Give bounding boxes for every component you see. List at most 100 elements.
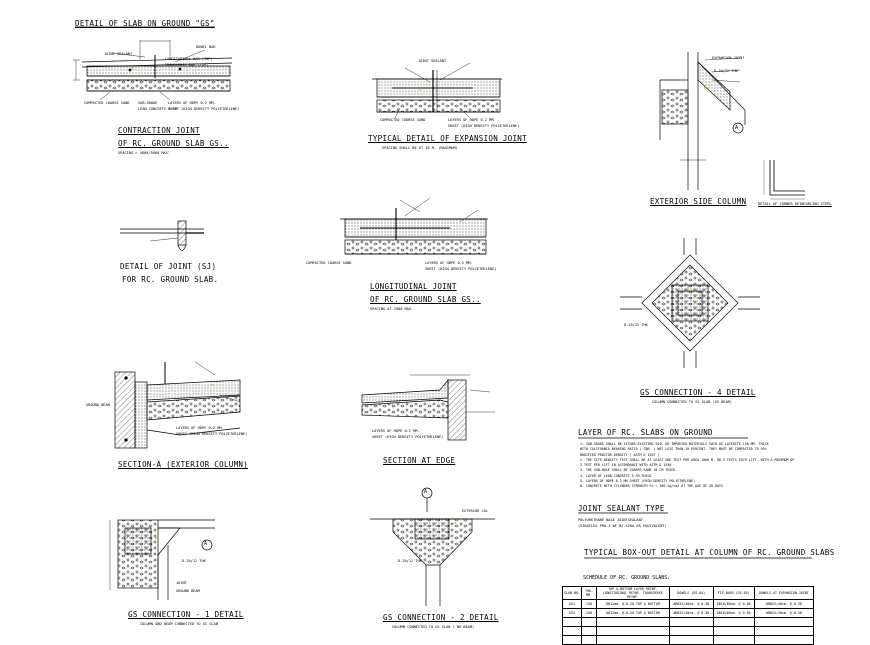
gs-connection-1-sub: COLUMN AND BEAM CONNECTED TO GS SLAB	[140, 622, 218, 626]
label-hdpe-sheet-edge: SHEET (HIGH DENSITY POLYETHELENE)	[372, 435, 444, 439]
contraction-spacing: SPACING = 4000/5000 MAX.	[118, 151, 170, 155]
table-cell: DB12mm. @ 0.20 TOP & BOTTOM	[596, 599, 670, 609]
label-hdpe-sheet: SHEET (HIGH DENSITY POLYETHELENE)	[168, 107, 240, 111]
title-gs-connection-1: GS CONNECTION - 1 DETAIL	[128, 610, 244, 619]
label-d-bars-gs4: D-20/12 THK	[624, 323, 648, 327]
table-cell	[712, 635, 755, 645]
table-cell: SLAB NO.	[562, 586, 582, 600]
table-cell	[596, 626, 670, 636]
title-layer-slabs: LAYER OF RC. SLABS ON GROUND	[578, 428, 713, 437]
label-dowel-bar: DOWEL BAR	[196, 45, 216, 49]
title-slab-detail: DETAIL OF SLAB ON GROUND "GS"	[75, 19, 215, 28]
title-longitudinal-joint-2: OF RC. GROUND SLAB GS..	[370, 295, 481, 304]
note-line: 3 TEST PER LIFT IN ACCORDANCE WITH ASTM …	[580, 463, 672, 468]
joint-sj-detail	[120, 220, 204, 251]
label-transverse-bar: TRANSVERSE BAR (TOP)	[165, 63, 209, 67]
table-cell: TIE BARS (GS-05)	[712, 586, 755, 600]
circle-a-marker-gs2: A	[424, 489, 428, 495]
sealant-text-2: (SIKAFLEX PRO-3 WF BY.SIKA OR EQUIVALENT…	[578, 524, 667, 528]
title-section-edge: SECTION AT EDGE	[383, 456, 456, 465]
label-lean-concrete: LEAN CONCRETE 5 CM.	[138, 107, 180, 111]
table-cell	[581, 617, 597, 627]
table-row	[562, 617, 815, 627]
title-underlines	[75, 26, 812, 559]
table-cell: DOWELS AT EXPANSION JOINT	[753, 586, 815, 600]
label-joint-sealant-exp: JOINT SEALANT	[418, 59, 447, 63]
title-gs-connection-2: GS CONNECTION - 2 DETAIL	[383, 613, 499, 622]
label-hdpe-edge: LAYERS OF HDPE 0.2 MM.	[372, 429, 420, 433]
label-compacted-sand-long: COMPACTED COARSE SAND	[306, 261, 352, 265]
table-cell: #RB25/40cm. @ 0.30	[669, 599, 714, 609]
table-cell: TOP & BOTTOM LAYER REINF. LONGITUDINAL R…	[596, 586, 670, 600]
table-cell	[596, 635, 670, 645]
table-cell: 150	[581, 599, 597, 609]
note-line: 4. LAYER OF LEAN CONCRETE 5 CM THICK	[580, 473, 652, 478]
label-d-bars-gs2: D-20/12 THK	[398, 559, 422, 563]
title-contraction-joint: CONTRACTION JOINT	[118, 126, 200, 135]
expansion-joint-detail	[372, 62, 502, 119]
title-section-a: SECTION-A (EXTERIOR COLUMN)	[118, 460, 249, 469]
title-contraction-joint-2: OF RC. GROUND SLAB GS..	[118, 139, 229, 148]
label-hdpe-layers: LAYERS OF HDPE 0.2 MM.	[168, 101, 216, 105]
label-hdpe-long: LAYERS OF HDPE 0.2 MM.	[425, 261, 473, 265]
table-cell	[753, 626, 815, 636]
table-row: GS2 150 DB12mm. @ 0.20 TOP & BOTTOM #RB2…	[562, 608, 815, 618]
table-row: GS1 150 DB12mm. @ 0.20 TOP & BOTTOM #RB2…	[562, 599, 815, 609]
table-cell: DB12mm. @ 0.20 TOP & BOTTOM	[596, 608, 670, 618]
note-line: MODIFIED PROCTOR DENSITY ( ASTM D 1557 )	[580, 452, 660, 457]
gs-connection-2-detail	[370, 487, 495, 606]
table-cell	[712, 617, 755, 627]
title-gs-connection-4: GS CONNECTION - 4 DETAIL	[640, 388, 756, 397]
title-joint-sealant-type: JOINT SEALANT TYPE	[578, 504, 665, 513]
gs-connection-4-sub: COLUMN CONNECTED TO GS SLAB (GS BEAM)	[652, 400, 733, 404]
title-corner-steel: DETAIL OF CORNER REINFORCING STEEL	[758, 202, 832, 206]
circle-a-marker: A	[735, 125, 739, 131]
table-cell: GS1	[562, 599, 582, 609]
contraction-joint-detail	[73, 40, 233, 101]
table-cell	[581, 635, 597, 645]
table-cell: GS2	[562, 608, 582, 618]
table-cell	[753, 617, 815, 627]
table-cell	[712, 626, 755, 636]
table-cell: #RB25/40cm. @ 0.30	[753, 608, 815, 618]
table-cell: #RB25/40cm. @ 0.30	[669, 608, 714, 618]
section-edge-detail	[361, 374, 495, 441]
table-cell	[581, 626, 597, 636]
note-line: WITH CALIFORNIA BEARING RATIO ( CBR. ) N…	[580, 447, 767, 452]
table-row	[562, 635, 815, 645]
gs-connection-1-detail	[109, 519, 215, 600]
title-exterior-side-column: EXTERIOR SIDE COLUMN	[650, 197, 747, 206]
label-compacted-sand: COMPACTED COARSE SAND	[84, 101, 130, 105]
title-joint-sj: DETAIL OF JOINT (SJ)	[120, 262, 217, 271]
highlight-marks	[131, 67, 706, 539]
table-row	[562, 626, 815, 636]
schedule-table: SLAB NO. THK. MM. TOP & BOTTOM LAYER REI…	[562, 586, 815, 645]
gs-connection-2-sub: COLUMN CONNECTED TO GS SLAB ( NO BEAM)	[392, 625, 475, 629]
corner-steel-detail	[763, 160, 805, 200]
sealant-text: POLYURETHANE BASE JOINTSEALANT	[578, 518, 643, 522]
note-line: 1. SUB-GRADE SHALL BE EITHER EXISTING SO…	[580, 442, 769, 446]
longitudinal-spacing: SPACING AT 7000 MAX.	[370, 307, 414, 311]
table-cell	[753, 635, 815, 645]
table-cell	[596, 617, 670, 627]
table-cell: DB16/60cm. @ 0.40	[712, 608, 755, 618]
label-d-bars: D-20/12 THK	[714, 69, 738, 73]
note-line: 6. CONCRETE WITH CYLINDER STRENGTH Fc = …	[580, 484, 725, 489]
label-hdpe-sheet-a: SHEET (HIGH DENSITY POLYETHELENE)	[176, 432, 248, 436]
note-line: 3. THE SUB-BASE SHALL BE COARSE SAND 10 …	[580, 468, 678, 473]
title-expansion-joint: TYPICAL DETAIL OF EXPANSION JOINT	[368, 134, 527, 143]
label-hdpe-sheet-long: SHEET (HIGH DENSITY POLYETHELENE)	[425, 267, 497, 271]
label-joint-gs1: JOINT	[176, 581, 187, 585]
table-header-row: SLAB NO. THK. MM. TOP & BOTTOM LAYER REI…	[562, 586, 815, 600]
label-expansion-joint: EXPANSION JOINT	[712, 56, 745, 60]
table-cell	[562, 635, 582, 645]
label-ground-beam-a: GROUND BEAM	[86, 403, 110, 407]
note-line: 2. THE SITE DENSITY TEST SHALL BE AT LEA…	[580, 457, 795, 462]
expansion-spacing: SPACING SHALL BE AT 18 M. (MAXIMUM)	[382, 146, 458, 150]
exterior-side-column-detail	[659, 52, 746, 190]
table-cell: DB16/60cm. @ 0.40	[712, 599, 755, 609]
note-line: 5. LAYERS OF HDPE 0.2 MM SHEET (HIGH DEN…	[580, 479, 696, 484]
label-ground-beam-gs1: GROUND BEAM	[176, 589, 200, 593]
